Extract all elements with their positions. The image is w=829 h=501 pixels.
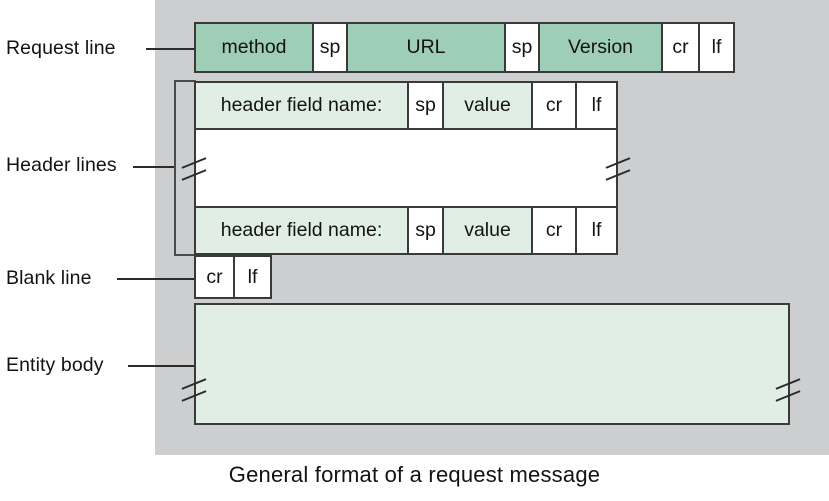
cell-lf-header-1: lf — [577, 83, 616, 128]
cell-value-1: value — [444, 83, 533, 128]
cell-sp-2: sp — [506, 24, 540, 71]
leader-blank-line — [117, 278, 195, 280]
label-header-lines: Header lines — [6, 154, 117, 176]
entity-body-box — [194, 303, 790, 425]
label-blank-line: Blank line — [6, 267, 92, 289]
cell-lf-header-2: lf — [577, 208, 616, 253]
break-mark-entity-left — [181, 374, 207, 404]
cell-cr-header-2: cr — [533, 208, 577, 253]
cell-value-2: value — [444, 208, 533, 253]
cell-sp-header-2: sp — [409, 208, 444, 253]
cell-lf-blank: lf — [235, 257, 270, 297]
cell-header-field-name-2: header field name: — [196, 208, 409, 253]
label-request-line: Request line — [6, 37, 116, 59]
cell-method: method — [196, 24, 314, 71]
cell-lf-request: lf — [700, 24, 733, 71]
cell-cr-header-1: cr — [533, 83, 577, 128]
header-lines-continuation — [181, 130, 631, 206]
leader-header-lines — [133, 166, 175, 168]
header-line-row-first: header field name: sp value cr lf — [194, 81, 618, 130]
leader-request-line — [146, 48, 194, 50]
break-mark-header-right — [605, 153, 631, 183]
cell-cr-request: cr — [663, 24, 700, 71]
request-line-row: method sp URL sp Version cr lf — [194, 22, 735, 73]
figure-caption: General format of a request message — [228, 462, 601, 487]
cell-url: URL — [348, 24, 506, 71]
break-mark-entity-right — [775, 374, 801, 404]
cell-header-field-name-1: header field name: — [196, 83, 409, 128]
cell-version: Version — [540, 24, 663, 71]
cell-cr-blank: cr — [196, 257, 235, 297]
blank-line-row: cr lf — [194, 255, 272, 299]
cell-sp-1: sp — [314, 24, 348, 71]
cell-sp-header-1: sp — [409, 83, 444, 128]
label-entity-body: Entity body — [6, 354, 104, 376]
break-mark-header-left — [181, 153, 207, 183]
leader-entity-body — [128, 365, 195, 367]
header-line-row-last: header field name: sp value cr lf — [194, 206, 618, 255]
header-lines-bracket — [174, 80, 196, 256]
